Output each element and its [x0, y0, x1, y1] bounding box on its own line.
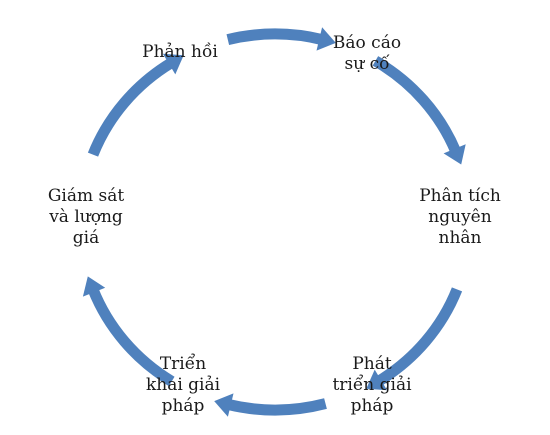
arrow-deployment-to-monitoring-shaft: [87, 287, 175, 387]
arrow-deployment-to-monitoring-head: [82, 276, 106, 297]
arrow-feedback-to-incident-head: [316, 27, 336, 51]
node-solution-deployment-line-3: pháp: [161, 396, 205, 416]
arrow-analysis-to-development-shaft: [375, 287, 463, 387]
node-solution-development: Phát triển giải pháp: [322, 354, 422, 417]
arrow-monitoring-to-feedback-head: [162, 53, 184, 75]
node-solution-development-line-1: Phát: [352, 354, 392, 374]
node-monitoring-evaluation-line-3: giá: [72, 228, 100, 248]
node-root-cause-analysis-line-1: Phân tích: [419, 186, 501, 206]
arrow-development-to-deployment-head: [214, 393, 234, 417]
node-solution-development-line-2: triển giải: [332, 375, 412, 395]
node-incident-report-line-2: sự cố: [344, 54, 390, 74]
arrow-development-to-deployment-shaft: [226, 398, 327, 416]
node-monitoring-evaluation-line-2: và lượng: [49, 207, 123, 227]
node-monitoring-evaluation: Giám sát và lượng giá: [36, 186, 136, 249]
node-solution-deployment-line-2: khai giải: [145, 375, 221, 395]
node-root-cause-analysis-line-3: nhân: [438, 228, 482, 248]
node-feedback-line-1: Phản hồi: [142, 42, 218, 62]
arrow-analysis-to-development-head: [366, 369, 388, 391]
arrow-incident-to-analysis-head: [443, 144, 466, 165]
node-solution-deployment: Triển khai giải pháp: [133, 354, 233, 417]
node-solution-development-line-3: pháp: [350, 396, 394, 416]
arrow-incident-to-analysis-shaft: [372, 56, 461, 154]
node-incident-report: Báo cáo sự cố: [322, 33, 412, 75]
node-monitoring-evaluation-line-1: Giám sát: [47, 186, 125, 206]
node-incident-report-line-1: Báo cáo: [332, 33, 402, 53]
node-feedback: Phản hồi: [130, 42, 230, 63]
arrow-feedback-to-incident-shaft: [226, 28, 324, 45]
node-root-cause-analysis-line-2: nguyên: [428, 207, 492, 227]
node-solution-deployment-line-1: Triển: [159, 354, 207, 374]
arrow-monitoring-to-feedback-shaft: [87, 57, 175, 157]
node-root-cause-analysis: Phân tích nguyên nhân: [410, 186, 510, 249]
